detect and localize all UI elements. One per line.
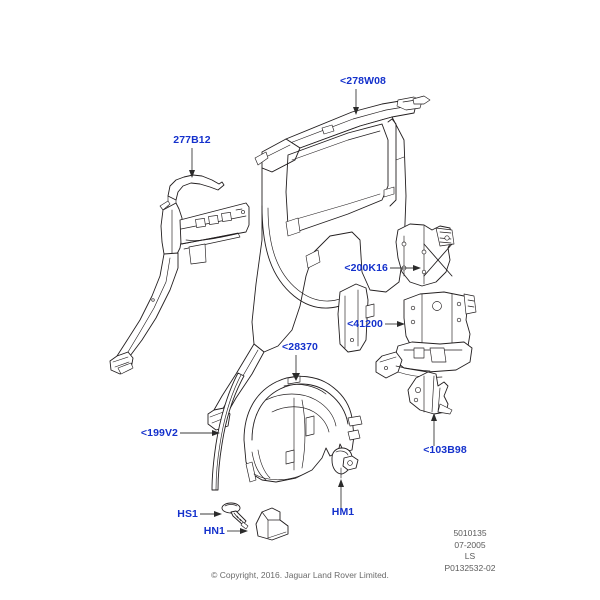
part-shape-200K16 (395, 223, 455, 287)
callout-HN1[interactable]: HN1 (203, 525, 225, 537)
callout-leaders (180, 89, 437, 534)
callout-277B12[interactable]: 277B12 (173, 134, 211, 146)
part-shape-103B98 (407, 371, 453, 415)
copyright-notice: © Copyright, 2016. Jaguar Land Rover Lim… (211, 570, 389, 580)
part-shape-277B12 (109, 174, 250, 375)
figure-id: P0132532-02 (444, 562, 496, 573)
callout-41200[interactable]: <41200 (347, 318, 383, 330)
drawing-number: 5010135 (453, 528, 487, 538)
callout-103B98[interactable]: <103B98 (423, 444, 467, 456)
callout-HM1[interactable]: HM1 (331, 506, 355, 518)
drawing-date: 07-2005 (454, 539, 486, 550)
callout-278W08[interactable]: <278W08 (340, 75, 386, 87)
footer-meta-block: 5010135 07-2005 LS P0132532-02 (425, 528, 515, 574)
part-shape-199V2 (211, 372, 245, 491)
callout-HS1[interactable]: HS1 (177, 508, 198, 520)
callout-28370[interactable]: <28370 (282, 341, 318, 353)
part-shape-HS1 (221, 502, 249, 530)
part-shape-41200 (375, 291, 477, 379)
part-shape-278W08 (207, 95, 431, 431)
callout-200K16[interactable]: <200K16 (344, 262, 388, 274)
part-shape-HM1 (331, 447, 359, 479)
callout-199V2[interactable]: <199V2 (140, 427, 178, 439)
part-shape-28370 (243, 375, 363, 483)
part-shape-HN1 (255, 507, 289, 541)
model-code: LS (464, 551, 476, 561)
